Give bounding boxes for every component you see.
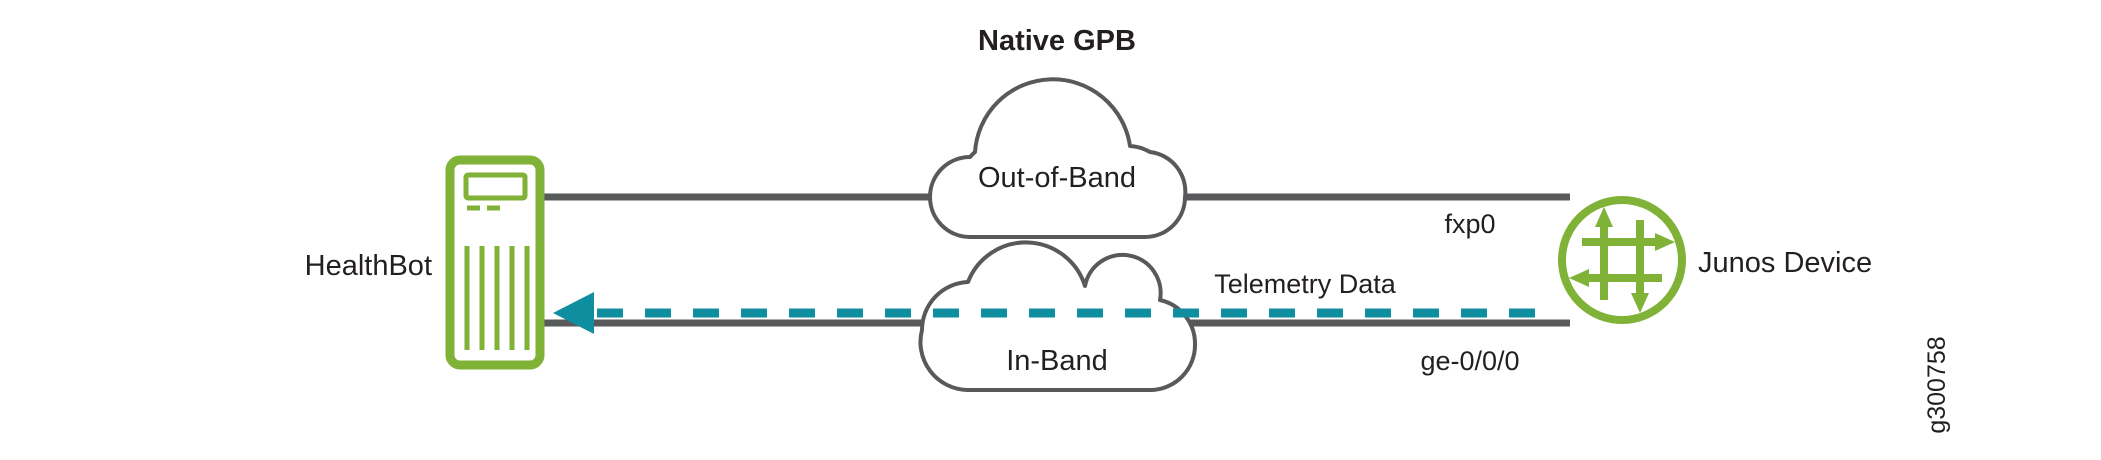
cloud-in-band: In-Band [918,240,1198,392]
telemetry-data-label: Telemetry Data [1214,269,1397,299]
healthbot-server-icon [445,155,545,370]
cloud-in-band-label: In-Band [1006,345,1108,377]
router-arrow-right [1582,233,1675,251]
cloud-out-of-band-label: Out-of-Band [978,162,1136,194]
diagram-title: Native GPB [978,25,1136,57]
router-arrow-up [1595,207,1613,300]
telemetry-flow [553,292,1535,334]
interface-label-ge-0-0-0: ge-0/0/0 [1420,346,1519,376]
router-circle [1558,196,1686,324]
cloud-in-band-shape [918,240,1198,392]
cloud-out-of-band-shape [928,77,1188,239]
figure-id-label: g300758 [1923,336,1951,433]
router-arrow-down [1631,220,1649,313]
router-arrow-left [1569,269,1662,287]
healthbot-label: HealthBot [305,250,432,282]
junos-router-icon [1558,196,1686,324]
server-display-panel [463,172,528,201]
interface-label-fxp0: fxp0 [1444,209,1495,239]
server-vent-slats [464,246,530,350]
junos-device-label: Junos Device [1698,247,1872,279]
telemetry-arrowhead-icon [553,292,594,334]
cloud-out-of-band: Out-of-Band [928,77,1188,239]
